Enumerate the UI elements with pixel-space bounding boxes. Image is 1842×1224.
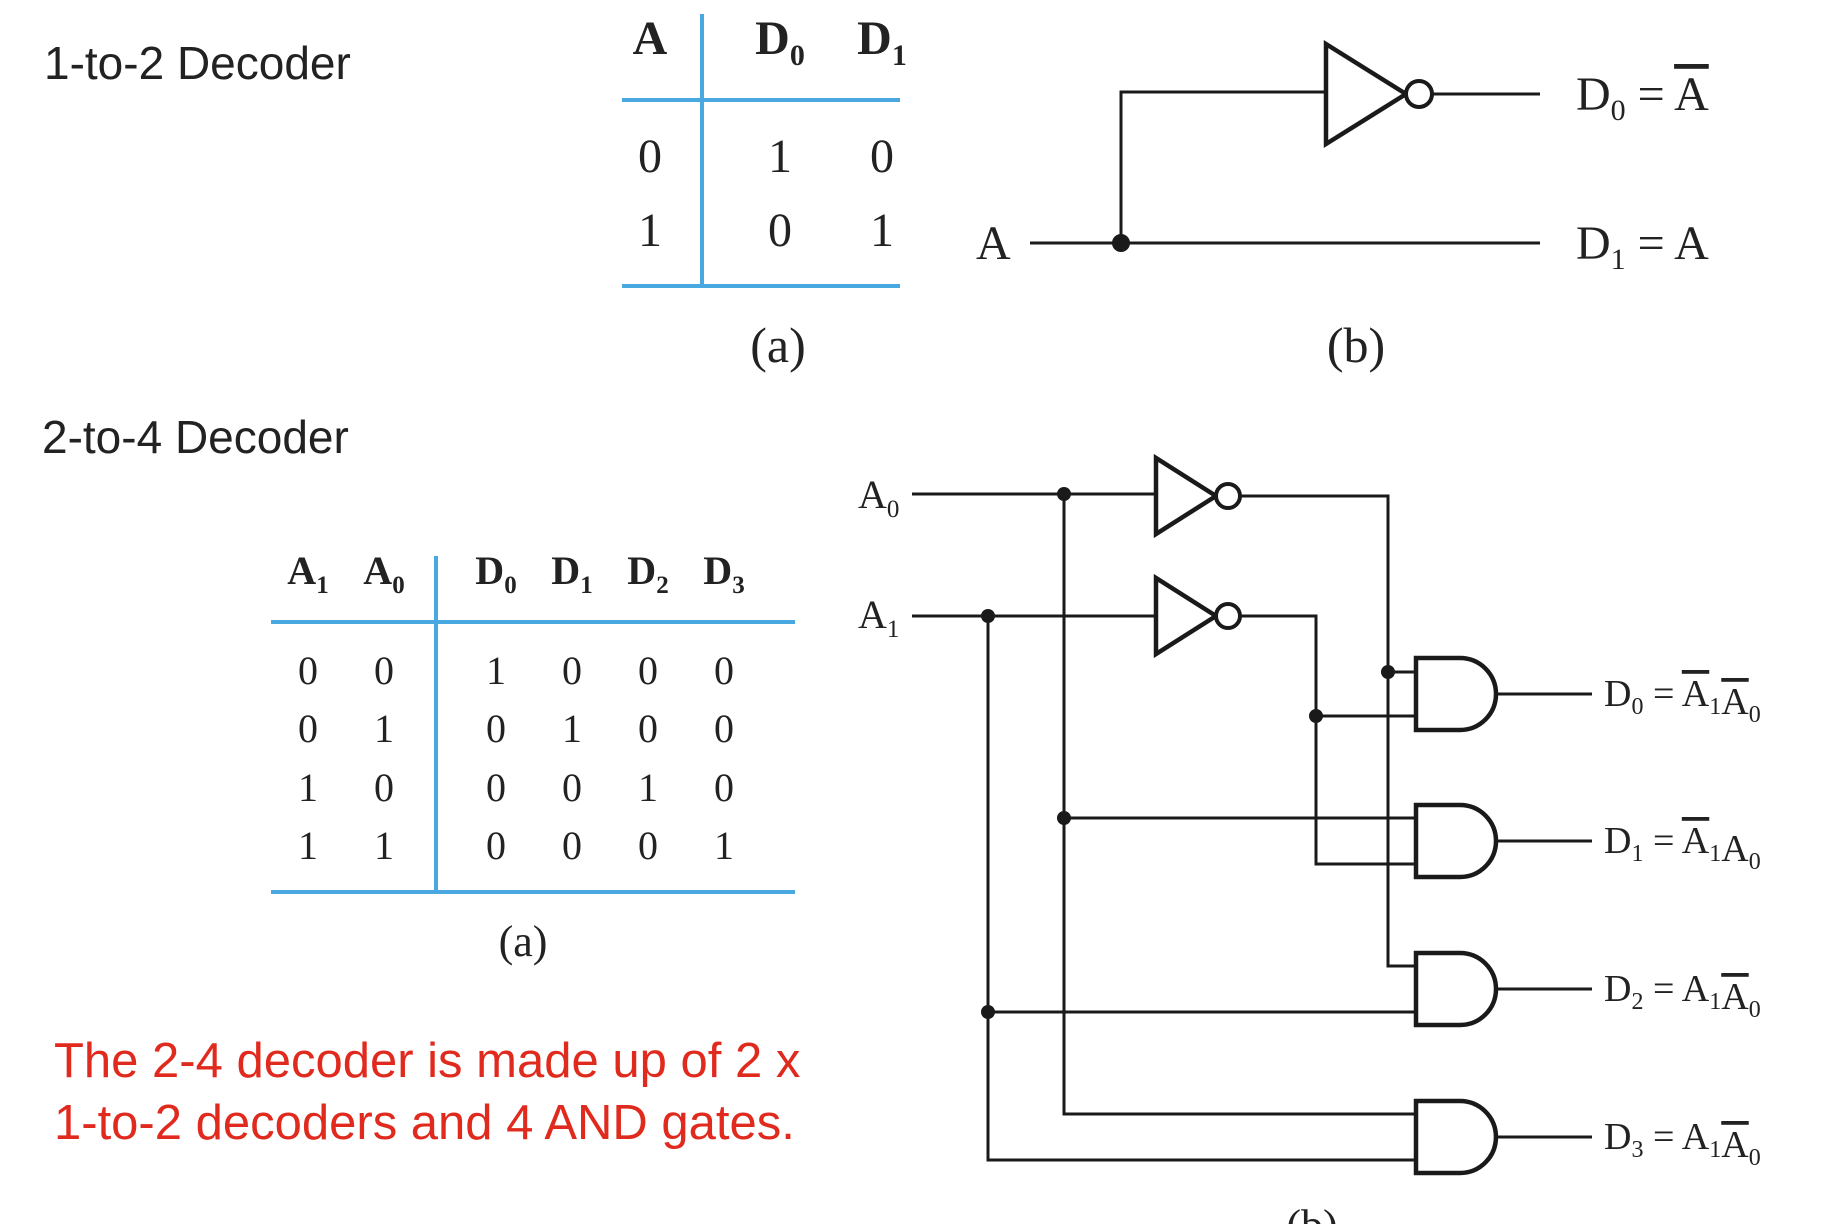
tt2-cell: 0 <box>714 648 734 693</box>
c1-not-bubble <box>1404 79 1434 109</box>
c2-dot-a0-and1 <box>1057 811 1071 825</box>
tt1-cell: 0 <box>768 204 792 257</box>
tt1-cell: 1 <box>768 130 792 183</box>
tt2-cell: 1 <box>374 823 394 868</box>
c2-and-gate-0 <box>1413 655 1499 733</box>
tt2-cell: 0 <box>486 706 506 751</box>
tt1-cell: 1 <box>638 204 662 257</box>
note-text: The 2-4 decoder is made up of 2 x 1-to-2… <box>54 1034 801 1150</box>
heading-2to4: 2-to-4 Decoder <box>42 411 349 463</box>
tt2-cell: 0 <box>638 706 658 751</box>
c2-output-label-2: D2 = A1A0 <box>1604 968 1761 1023</box>
tt2-cell: 1 <box>714 823 734 868</box>
tt2-cell: 0 <box>714 765 734 810</box>
c1-junction-dot <box>1112 234 1130 252</box>
tt2-header-out-2: D2 <box>627 548 668 599</box>
tt2-cell: 0 <box>298 648 318 693</box>
tt2-cell: 0 <box>714 706 734 751</box>
tt2-header-in-0: A1 <box>287 548 328 599</box>
c2-output-label-3: D3 = A1A0 <box>1604 1116 1761 1171</box>
truth-table-2to4: A1 A0 D0 D1 D2 D3 0 0 1 0 0 0 0 1 0 1 0 0 1 0 0 0 1 0 1 1 0 0 0 1 (a) <box>271 548 795 966</box>
c2-output-label-0: D0 = A1A0 <box>1604 673 1761 728</box>
tt2-cell: 0 <box>298 706 318 751</box>
tt2-cell: 0 <box>374 765 394 810</box>
c2-a1-down <box>986 616 1416 1162</box>
tt2-cell: 1 <box>298 823 318 868</box>
c2-input-label-0: A0 <box>858 472 899 523</box>
c2-a0-buffer-down <box>1062 494 1416 1116</box>
c2-input-label-1: A1 <box>858 592 899 643</box>
tt2-header-out-0: D0 <box>475 548 516 599</box>
c2-dot-a0 <box>1057 487 1071 501</box>
tt1-cell: 0 <box>870 130 894 183</box>
tt1-header-out-1: D1 <box>857 12 907 72</box>
tt1-cell: 1 <box>870 204 894 257</box>
c2-not-gate-a1 <box>1153 573 1221 659</box>
c1-branch-wire <box>1119 90 1326 243</box>
tt1-cell: 0 <box>638 130 662 183</box>
c2-dot-nota1-and0 <box>1309 709 1323 723</box>
tt2-header-out-3: D3 <box>703 548 744 599</box>
tt2-cell: 0 <box>638 823 658 868</box>
tt2-cell: 0 <box>486 765 506 810</box>
tt2-cell: 0 <box>638 648 658 693</box>
tt2-cell: 0 <box>562 765 582 810</box>
c2-and-gate-3 <box>1413 1098 1499 1176</box>
c2-and-gate-2 <box>1413 950 1499 1028</box>
tt2-cell: 0 <box>562 648 582 693</box>
tt1-header-out-0: D0 <box>755 12 805 72</box>
c2-dot-nota0-and0 <box>1381 665 1395 679</box>
heading-1to2: 1-to-2 Decoder <box>44 37 351 89</box>
c2-and-gate-1 <box>1413 802 1499 880</box>
tt2-caption: (a) <box>499 917 548 966</box>
c2-not-bubble-a1 <box>1214 602 1242 630</box>
tt2-cell: 1 <box>374 706 394 751</box>
tt2-cell: 1 <box>486 648 506 693</box>
c2-not-a0-out <box>1240 494 1416 968</box>
truth-table-1to2: A D0 D1 0 1 0 1 0 1 (a) <box>622 12 907 373</box>
circuit-1to2: A D0 = A D1 = A (b) <box>976 39 1709 373</box>
tt2-cell: 1 <box>562 706 582 751</box>
c2-dot-a1 <box>981 609 995 623</box>
tt2-cell: 1 <box>638 765 658 810</box>
c1-caption: (b) <box>1327 317 1385 373</box>
tt2-cell: 0 <box>486 823 506 868</box>
tt2-header-out-1: D1 <box>551 548 592 599</box>
tt2-cell: 1 <box>298 765 318 810</box>
c2-not-a1-out <box>1240 614 1416 866</box>
c2-caption: (b) <box>1286 1201 1337 1224</box>
tt2-header-in-1: A0 <box>363 548 404 599</box>
tt2-cell: 0 <box>562 823 582 868</box>
tt1-header-in-0: A <box>633 12 668 65</box>
c2-dot-a1-and2 <box>981 1005 995 1019</box>
c2-not-bubble-a0 <box>1214 482 1242 510</box>
c1-not-gate <box>1323 39 1411 149</box>
c1-output-label-0: D0 = A <box>1576 68 1709 127</box>
c2-output-label-1: D1 = A1A0 <box>1604 820 1761 875</box>
c1-input-label: A <box>976 217 1011 270</box>
c1-output-label-1: D1 = A <box>1576 217 1709 276</box>
tt2-cell: 0 <box>374 648 394 693</box>
c2-not-gate-a0 <box>1153 453 1221 539</box>
tt1-caption: (a) <box>750 317 806 373</box>
